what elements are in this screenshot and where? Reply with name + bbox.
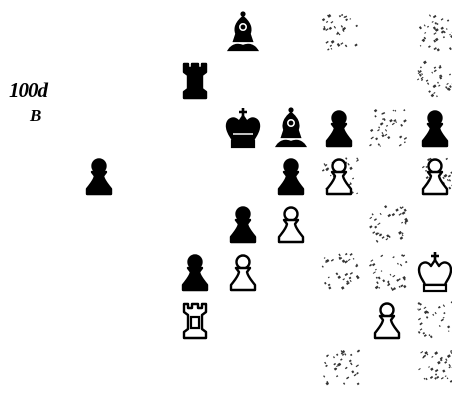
black-king-d6-icon[interactable] [227,108,259,147]
speckled-square-g3 [369,254,407,291]
black-bishop-e6-icon[interactable] [277,107,305,146]
speckled-square-f1 [323,350,360,386]
speckled-square-f3 [322,253,360,290]
white-pawn-e4-icon[interactable] [279,208,303,243]
speckled-square-h8 [419,14,452,51]
white-rook-c2-icon[interactable] [184,304,206,338]
white-pawn-f5-icon[interactable] [327,160,351,195]
black-pawn-a5-icon[interactable] [87,160,111,195]
speckled-square-h7 [417,60,452,97]
speckled-square-h1 [418,350,452,383]
black-bishop-d8-icon[interactable] [229,11,257,50]
black-rook-c7-icon[interactable] [184,64,206,98]
black-pawn-h6-icon[interactable] [423,112,447,147]
black-pawn-f6-icon[interactable] [327,112,351,147]
white-pawn-d3-icon[interactable] [231,256,255,291]
white-king-h3-icon[interactable] [419,252,451,291]
black-pawn-c3-icon[interactable] [183,256,207,291]
speckled-square-h2 [417,301,452,338]
speckled-square-g6 [369,109,407,147]
black-pawn-e5-icon[interactable] [279,160,303,195]
white-pawn-g2-icon[interactable] [375,304,399,339]
speckled-square-g4 [369,205,408,243]
black-pawn-d4-icon[interactable] [231,208,255,243]
speckled-square-f8 [322,14,358,51]
